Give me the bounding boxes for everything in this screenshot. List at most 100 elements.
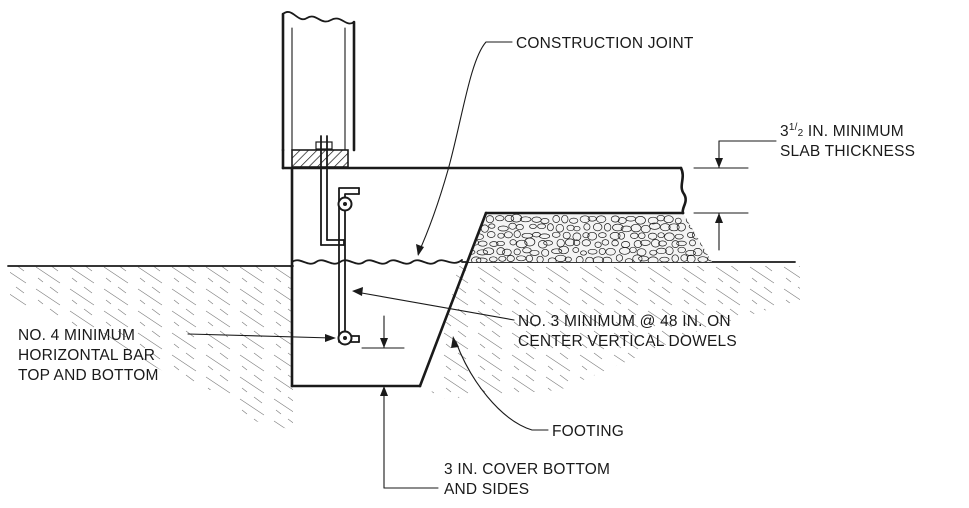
- gravel-stone: [657, 232, 665, 239]
- gravel-stone: [504, 215, 515, 222]
- label-slab-thickness-line2: SLAB THICKNESS: [780, 143, 915, 160]
- gravel-stone: [700, 217, 712, 224]
- gravel-stone: [617, 231, 626, 240]
- gravel-stone: [555, 223, 564, 233]
- gravel-stone: [704, 233, 712, 239]
- gravel-stone: [593, 222, 603, 232]
- gravel-stone: [674, 217, 682, 225]
- label-construction-joint: CONSTRUCTION JOINT: [516, 35, 694, 52]
- gravel-stone: [482, 247, 495, 255]
- gravel-stone: [663, 215, 674, 224]
- gravel-stone: [547, 223, 554, 232]
- gravel-stone: [551, 231, 561, 238]
- gravel-stone: [489, 256, 498, 262]
- gravel-stone: [594, 241, 602, 248]
- gravel-stone: [466, 222, 478, 231]
- gravel-stone: [659, 256, 670, 262]
- gravel-stone: [561, 214, 569, 224]
- gravel-stone: [488, 223, 496, 229]
- gravel-stone: [529, 223, 537, 229]
- gravel-stone: [676, 222, 686, 232]
- gravel-stone: [692, 248, 703, 257]
- wall: [281, 11, 356, 152]
- horizontal-bar-bottom: [337, 330, 353, 346]
- gravel-stone: [564, 256, 572, 262]
- gravel-stone: [603, 223, 612, 232]
- gravel-stone: [582, 232, 590, 239]
- gravel-stone: [564, 238, 576, 247]
- label-horizontal-bar-line2: HORIZONTAL BAR: [18, 347, 155, 364]
- gravel-stone: [615, 254, 623, 262]
- soil-hatching: [10, 266, 800, 430]
- gravel-stone: [552, 215, 560, 223]
- leader-construction-joint: [416, 41, 513, 256]
- gravel-stone: [686, 232, 695, 238]
- gravel-stone: [502, 248, 512, 257]
- gravel-stone: [506, 255, 515, 262]
- gravel-stone: [633, 240, 643, 248]
- gravel-stone: [647, 256, 659, 262]
- gravel-stone: [686, 254, 696, 262]
- gravel-stone: [685, 250, 696, 256]
- slab: [281, 166, 687, 215]
- gravel-stone: [525, 254, 533, 262]
- gravel-stone: [601, 239, 610, 246]
- label-slab-thickness-line1: 31/2 IN. MINIMUM: [780, 122, 904, 140]
- gravel-stone: [489, 241, 499, 247]
- gravel-stone: [537, 240, 548, 249]
- gravel-stone: [596, 215, 607, 223]
- gravel-stone: [551, 248, 563, 254]
- gravel-stone: [636, 248, 647, 257]
- leader-horizontal-bar: [187, 333, 336, 342]
- gravel-stone: [498, 255, 507, 262]
- gravel-stone: [569, 217, 579, 224]
- gravel-stone: [504, 231, 513, 239]
- gravel-stone: [640, 224, 651, 234]
- gravel-stone: [629, 246, 637, 254]
- gravel-stone: [601, 256, 613, 262]
- gravel-stone: [668, 223, 680, 232]
- gravel-stone: [587, 231, 598, 241]
- gravel-stone: [674, 233, 684, 240]
- gravel-stone: [541, 248, 550, 257]
- anchor-bolt: [315, 135, 345, 246]
- gravel-stone: [572, 232, 582, 242]
- gravel-stone: [624, 258, 633, 262]
- gravel-stone: [611, 239, 619, 247]
- gravel-stone: [680, 254, 689, 262]
- gravel-stone: [610, 215, 620, 223]
- gravel-stone: [676, 240, 687, 247]
- gravel-stone: [536, 255, 544, 262]
- label-dowels-line1: NO. 3 MINIMUM @ 48 IN. ON: [518, 313, 731, 330]
- gravel-stone: [632, 254, 643, 262]
- gravel-stone: [575, 256, 584, 262]
- sill-plate: [291, 149, 349, 168]
- gravel-stone: [581, 239, 591, 247]
- gravel-stone: [485, 215, 494, 224]
- gravel-stone: [689, 239, 696, 247]
- gravel-stone: [513, 248, 521, 256]
- label-cover-line2: AND SIDES: [444, 481, 529, 498]
- gravel-stone: [555, 254, 567, 262]
- gravel-stone: [524, 237, 536, 247]
- gravel-stone: [612, 223, 624, 232]
- gravel-stone: [522, 247, 532, 254]
- gravel-stone: [587, 248, 598, 255]
- gravel-stone: [539, 233, 551, 239]
- gravel-stone: [543, 240, 553, 246]
- gravel-stone: [515, 224, 524, 231]
- leader-dowels: [352, 287, 515, 321]
- gravel-stone: [537, 223, 546, 230]
- gravel-stone: [647, 232, 658, 240]
- slab-thickness-dimension: [693, 140, 777, 251]
- gravel-stone: [664, 232, 675, 242]
- gravel-stone: [660, 223, 671, 232]
- gravel-stone: [562, 231, 571, 240]
- gravel-stone: [671, 240, 680, 248]
- gravel-stone: [579, 215, 591, 223]
- gravel-stone: [708, 239, 712, 248]
- gravel-stone: [547, 257, 557, 262]
- gravel-stone: [572, 247, 580, 253]
- gravel-stone: [496, 240, 505, 247]
- gravel-stone: [648, 222, 661, 230]
